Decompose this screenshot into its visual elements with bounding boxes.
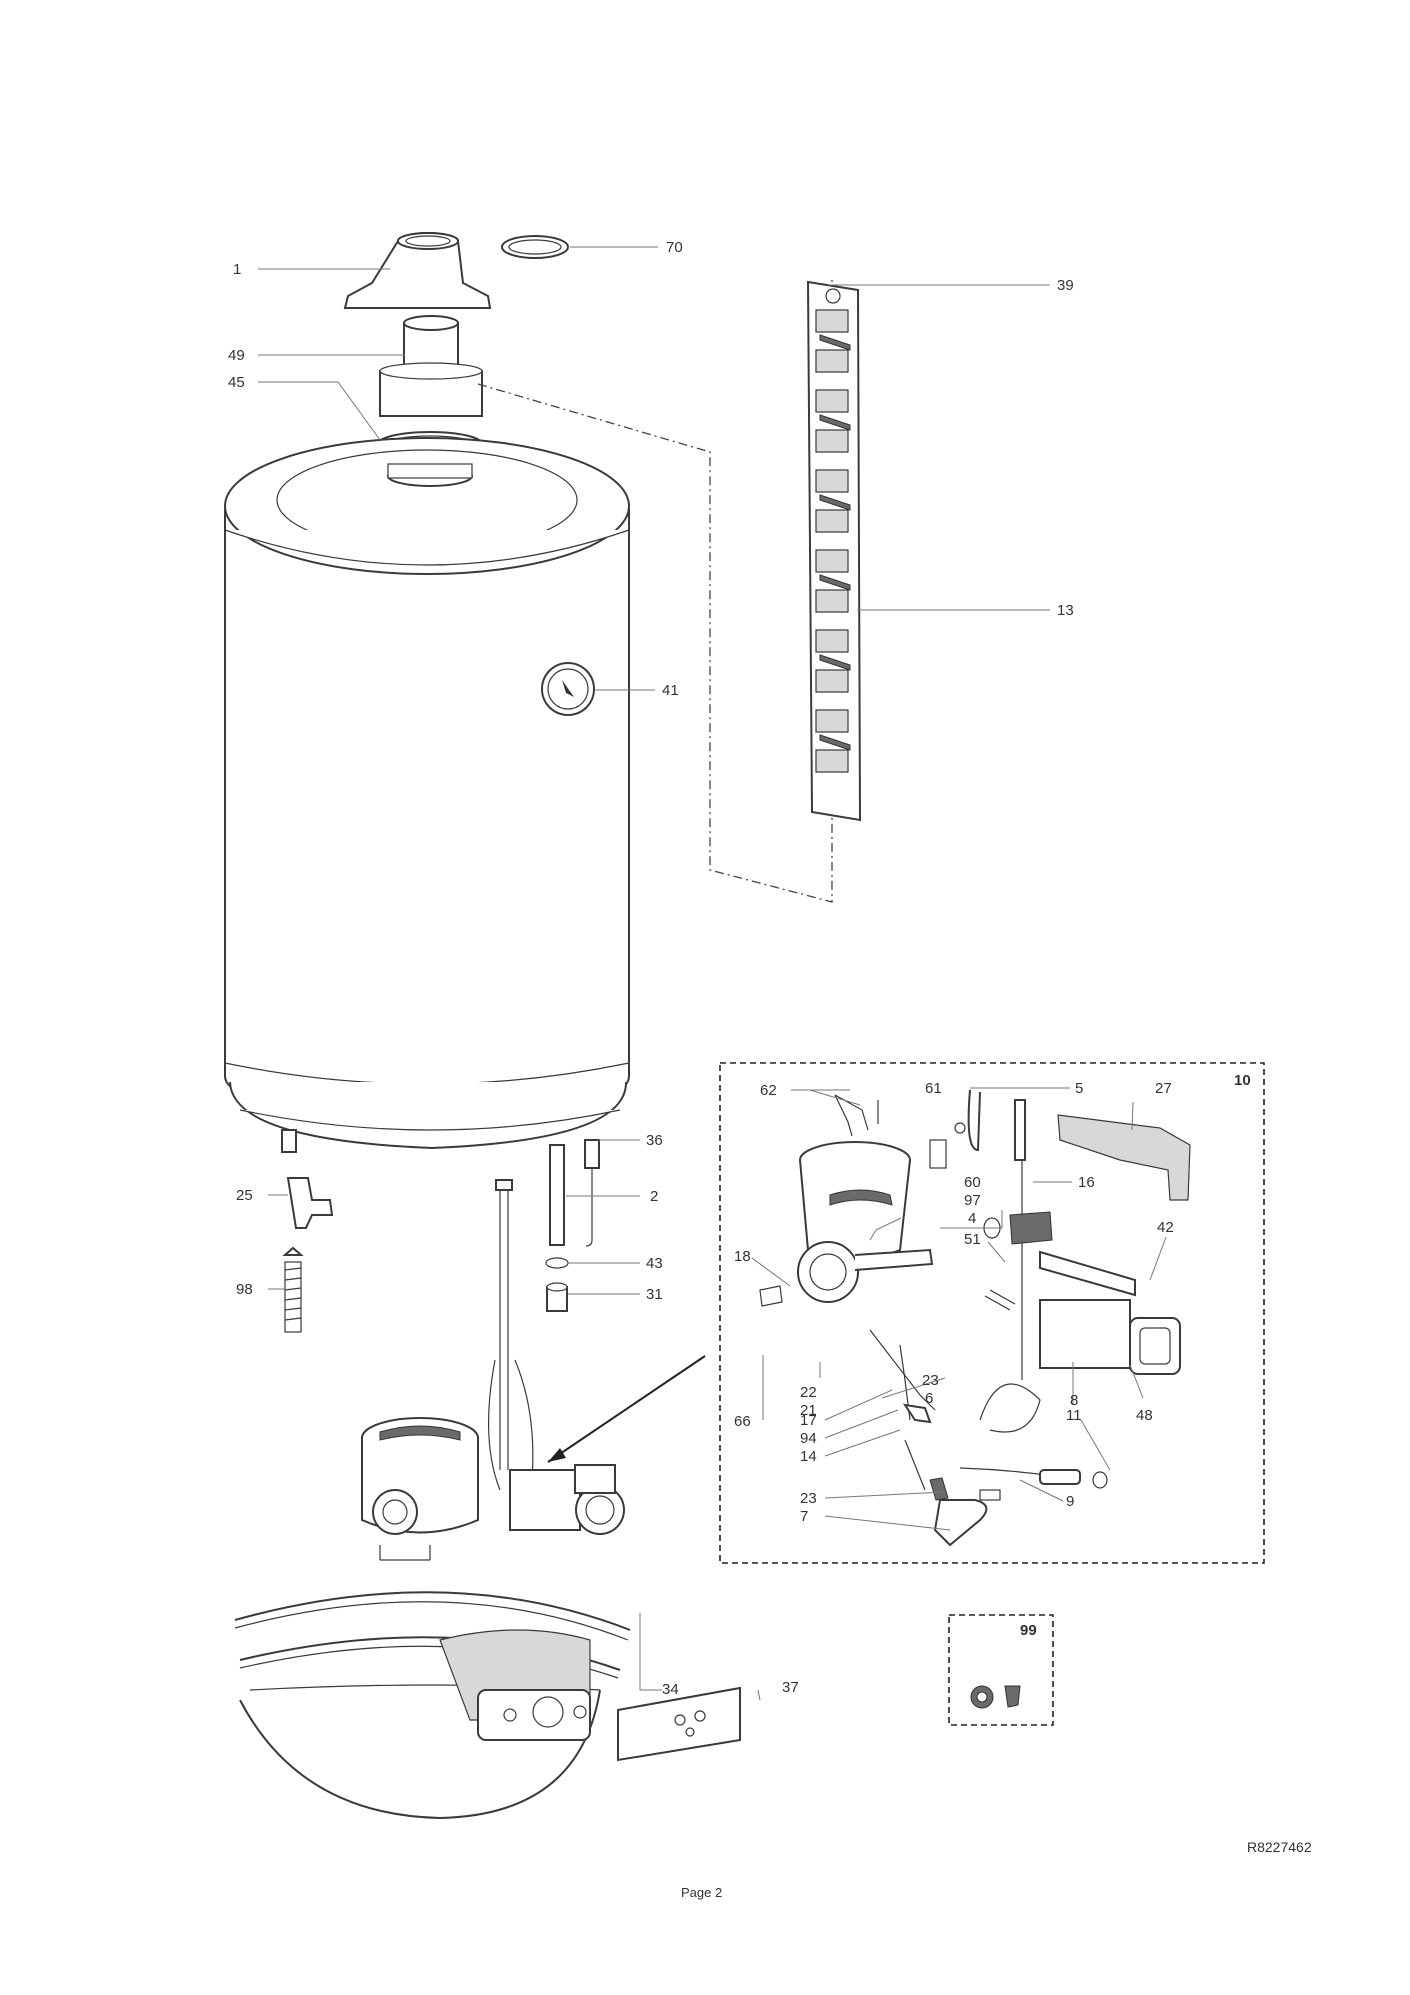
callout-70: 70 — [666, 239, 683, 256]
kit-99-label: 99 — [1020, 1622, 1037, 1639]
callout-94: 94 — [800, 1430, 817, 1447]
callout-27: 27 — [1155, 1080, 1172, 1097]
nipple-fitting-part — [546, 1282, 568, 1312]
flue-baffle-part — [806, 280, 862, 822]
callout-6: 6 — [925, 1390, 933, 1407]
page-number: Page 2 — [681, 1885, 722, 1900]
callout-18: 18 — [734, 1248, 751, 1265]
anode-spring-part — [282, 1246, 304, 1333]
kit-99-box — [948, 1614, 1054, 1726]
callout-23-top: 23 — [922, 1372, 939, 1389]
callout-14: 14 — [800, 1448, 817, 1465]
callout-17: 17 — [800, 1412, 817, 1429]
tank-body — [224, 437, 630, 1153]
detail-arrow — [547, 1355, 706, 1463]
callout-31: 31 — [646, 1286, 663, 1303]
callout-22: 22 — [800, 1384, 817, 1401]
kit-10-box — [719, 1062, 1265, 1564]
callout-11: 11 — [1066, 1407, 1082, 1424]
callout-7: 7 — [800, 1508, 808, 1525]
callout-4: 4 — [968, 1210, 976, 1227]
callout-43: 43 — [646, 1255, 663, 1272]
callout-37: 37 — [782, 1679, 799, 1696]
o-ring-part — [545, 1257, 569, 1269]
callout-labels: 1 70 39 49 45 13 41 36 25 2 43 98 31 62 … — [228, 239, 1251, 1698]
drain-valve-part — [286, 1177, 334, 1229]
detail-arrow-head — [548, 1448, 566, 1462]
tank-pipes-part — [549, 1139, 600, 1247]
callout-98: 98 — [236, 1281, 253, 1298]
callout-13: 13 — [1057, 602, 1074, 619]
callout-61: 61 — [925, 1080, 942, 1097]
kit-10-label: 10 — [1234, 1072, 1251, 1089]
callout-42: 42 — [1157, 1219, 1174, 1236]
callout-51: 51 — [964, 1231, 981, 1248]
combustion-chamber-base-part — [234, 1591, 631, 1820]
flue-gasket-part — [501, 235, 569, 259]
kit-99-parts — [970, 1685, 1021, 1709]
callout-49: 49 — [228, 347, 245, 364]
callout-48: 48 — [1136, 1407, 1153, 1424]
leader-lines — [258, 246, 1167, 1701]
callout-16: 16 — [1078, 1174, 1095, 1191]
callout-97: 97 — [964, 1192, 981, 1209]
callout-39: 39 — [1057, 277, 1074, 294]
callout-1: 1 — [233, 261, 241, 278]
callout-66: 66 — [734, 1413, 751, 1430]
callout-23-bottom: 23 — [800, 1490, 817, 1507]
document-reference: R8227462 — [1247, 1839, 1312, 1855]
callout-21: 21 — [800, 1402, 817, 1419]
callout-2: 2 — [650, 1188, 658, 1205]
callout-25: 25 — [236, 1187, 253, 1204]
callout-60: 60 — [964, 1174, 981, 1191]
burner-assembly-main — [361, 1179, 625, 1561]
callout-5: 5 — [1075, 1080, 1083, 1097]
callout-45: 45 — [228, 374, 245, 391]
inspection-cover-part — [617, 1686, 741, 1762]
callout-34: 34 — [662, 1681, 679, 1698]
thermometer-gauge-part — [541, 662, 595, 716]
callout-62: 62 — [760, 1082, 777, 1099]
callout-8: 8 — [1070, 1392, 1078, 1409]
kit-10-parts — [759, 1089, 1191, 1547]
flue-hood-part — [343, 232, 492, 309]
callout-41: 41 — [662, 682, 679, 699]
callout-9: 9 — [1066, 1493, 1074, 1510]
callout-36: 36 — [646, 1132, 663, 1149]
flue-pipe-part — [379, 315, 483, 417]
